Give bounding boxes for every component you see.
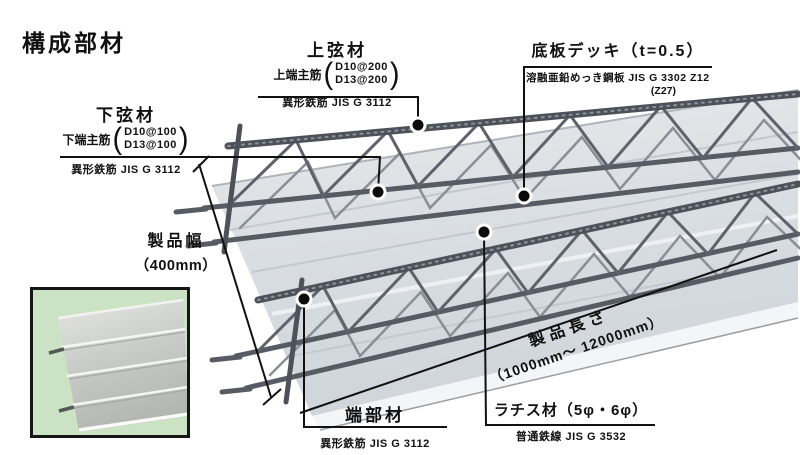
inset-deck-plate-photo <box>30 287 190 438</box>
anchor-dot-end-member <box>295 290 313 308</box>
inset-plate-illustration <box>48 298 187 432</box>
product-width-title: 製品幅 <box>147 233 205 250</box>
top-chord-spec: 上端主筋 ( D10@200 D13@200 ) <box>252 57 422 91</box>
label-lattice: ラチス材（5φ・6φ） 普通鉄線 JIS G 3532 <box>484 399 658 444</box>
dimension-line-width <box>198 163 272 398</box>
leader-lattice <box>483 231 655 426</box>
bottom-chord-spec1: D10@100 <box>124 126 177 139</box>
label-end-member: 端部材 異形鉄筋 JIS G 3112 <box>302 401 448 451</box>
anchor-dot-top-chord <box>409 116 427 134</box>
deck-material-note: (Z27) <box>650 85 676 97</box>
leader-bottom-chord <box>60 156 382 193</box>
open-paren: ( <box>112 122 123 156</box>
label-product-width: 製品幅 （400mm） <box>126 227 226 275</box>
end-member-title: 端部材 <box>345 406 405 425</box>
bottom-chord-spec-lead: 下端主筋 <box>62 132 111 147</box>
deck-material: 溶融亜鉛めっき鋼板 JIS G 3302 Z12 <box>526 72 710 84</box>
top-chord-spec2: D13@200 <box>335 74 388 87</box>
anchor-dot-bottom-chord <box>369 183 387 201</box>
deck-front-edge <box>312 302 798 430</box>
rear-truss-illustration <box>173 90 800 255</box>
end-member-material: 異形鉄筋 JIS G 3112 <box>320 438 430 450</box>
rear-end-bar <box>221 123 243 255</box>
bottom-chord-title: 下弦材 <box>96 106 156 125</box>
deck-photo-illustration <box>211 89 799 431</box>
lattice-title: ラチス材（5φ・6φ） <box>493 402 649 419</box>
leader-deck <box>523 66 712 196</box>
label-deck: 底板デッキ（t=0.5） 溶融亜鉛めっき鋼板 JIS G 3302 Z12 (Z… <box>522 37 714 97</box>
anchor-dots <box>295 116 533 308</box>
dimension-line-length <box>299 249 778 414</box>
bottom-chord-spec: 下端主筋 ( D10@100 D13@100 ) <box>50 122 202 156</box>
anchor-dot-lattice <box>475 223 493 241</box>
label-bottom-chord: 下弦材 下端主筋 ( D10@100 D13@100 ) 異形鉄筋 JIS G … <box>50 101 202 177</box>
lattice-material: 普通鉄線 JIS G 3532 <box>515 431 627 443</box>
plate-clip <box>48 347 65 355</box>
top-chord-spec1: D10@200 <box>335 61 388 74</box>
page-title: 構成部材 <box>22 30 126 56</box>
front-truss-illustration <box>209 180 800 405</box>
top-chord-spec-lead: 上端主筋 <box>273 67 322 82</box>
deck-title: 底板デッキ（t=0.5） <box>531 43 705 60</box>
anchor-dot-deck <box>515 187 533 205</box>
bottom-chord-spec2: D13@100 <box>124 139 177 152</box>
close-paren: ) <box>389 57 400 91</box>
leader-end-member <box>303 299 447 428</box>
top-chord-title: 上弦材 <box>307 41 367 60</box>
bottom-chord-material: 異形鉄筋 JIS G 3112 <box>71 164 181 177</box>
leader-lines <box>60 66 778 428</box>
open-paren: ( <box>323 57 334 91</box>
label-top-chord: 上弦材 上端主筋 ( D10@200 D13@200 ) 異形鉄筋 JIS G … <box>252 36 422 110</box>
close-paren: ) <box>178 122 189 156</box>
plate-clip <box>58 405 75 413</box>
leader-top-chord <box>258 96 419 125</box>
top-chord-material: 異形鉄筋 JIS G 3112 <box>282 97 392 110</box>
product-width-value: （400mm） <box>134 258 218 274</box>
